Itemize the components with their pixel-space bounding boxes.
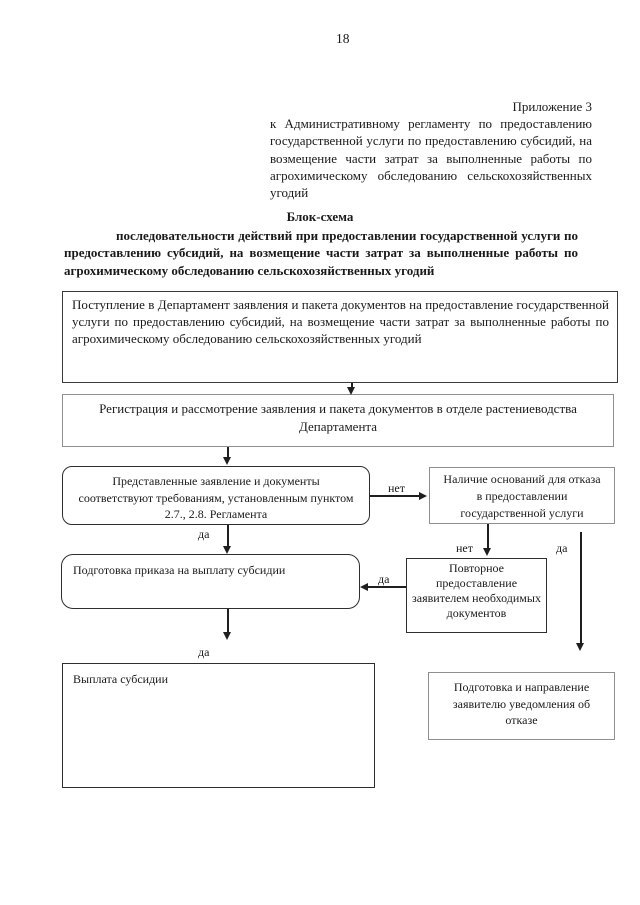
appendix-block: Приложение 3 к Административному регламе… (270, 98, 592, 201)
edge-label-yes-notice: да (556, 541, 568, 555)
node-registration: Регистрация и рассмотрение заявления и п… (62, 394, 614, 447)
edge-intake-registration-arrowhead-icon (347, 387, 355, 395)
node-refusal-grounds: Наличие оснований для отказа в предостав… (429, 467, 615, 524)
flowchart-title-body: последовательности действий при предоста… (64, 228, 578, 278)
appendix-text: к Административному регламенту по предос… (270, 116, 592, 201)
edge-order-payment-line (227, 609, 229, 633)
edge-label-yes-payment: да (198, 645, 210, 659)
page-number: 18 (336, 31, 350, 46)
edge-resubmit-order-arrowhead-icon (360, 582, 368, 591)
edge-order-payment-arrowhead-icon (223, 632, 231, 640)
edge-check-refusal-arrowhead-icon (419, 491, 427, 500)
edge-refusal-resubmit-arrowhead-icon (483, 548, 491, 556)
flowchart-title-heading: Блок-схема (286, 209, 354, 224)
node-resubmit-documents: Повторное предоставление заявителем необ… (406, 558, 547, 633)
edge-label-no-resubmit: нет (456, 541, 473, 555)
edge-refusal-notice-arrowhead-icon (576, 643, 584, 651)
edge-check-order-line (227, 525, 229, 547)
node-subsidy-payment: Выплата субсидии (62, 663, 375, 788)
edge-label-yes-resubmit-order: да (378, 572, 390, 586)
edge-intake-registration-line (351, 383, 353, 388)
edge-resubmit-order-line (368, 586, 406, 588)
edge-label-no-refusal: нет (388, 481, 405, 495)
edge-check-refusal-line (370, 495, 420, 497)
edge-check-order-arrowhead-icon (223, 546, 231, 554)
edge-refusal-resubmit-line (487, 524, 489, 549)
edge-label-yes-order: да (198, 527, 210, 541)
edge-refusal-notice-line (580, 532, 582, 644)
edge-registration-check-arrowhead-icon (223, 457, 231, 465)
node-requirements-check: Представленные заявление и документы соо… (62, 466, 370, 525)
node-refusal-notice: Подготовка и направление заявителю уведо… (428, 672, 615, 740)
node-intake: Поступление в Департамент заявления и па… (62, 291, 618, 383)
edge-registration-check-line (227, 447, 229, 458)
node-payment-order: Подготовка приказа на выплату субсидии (61, 554, 360, 609)
appendix-label: Приложение 3 (512, 99, 592, 114)
